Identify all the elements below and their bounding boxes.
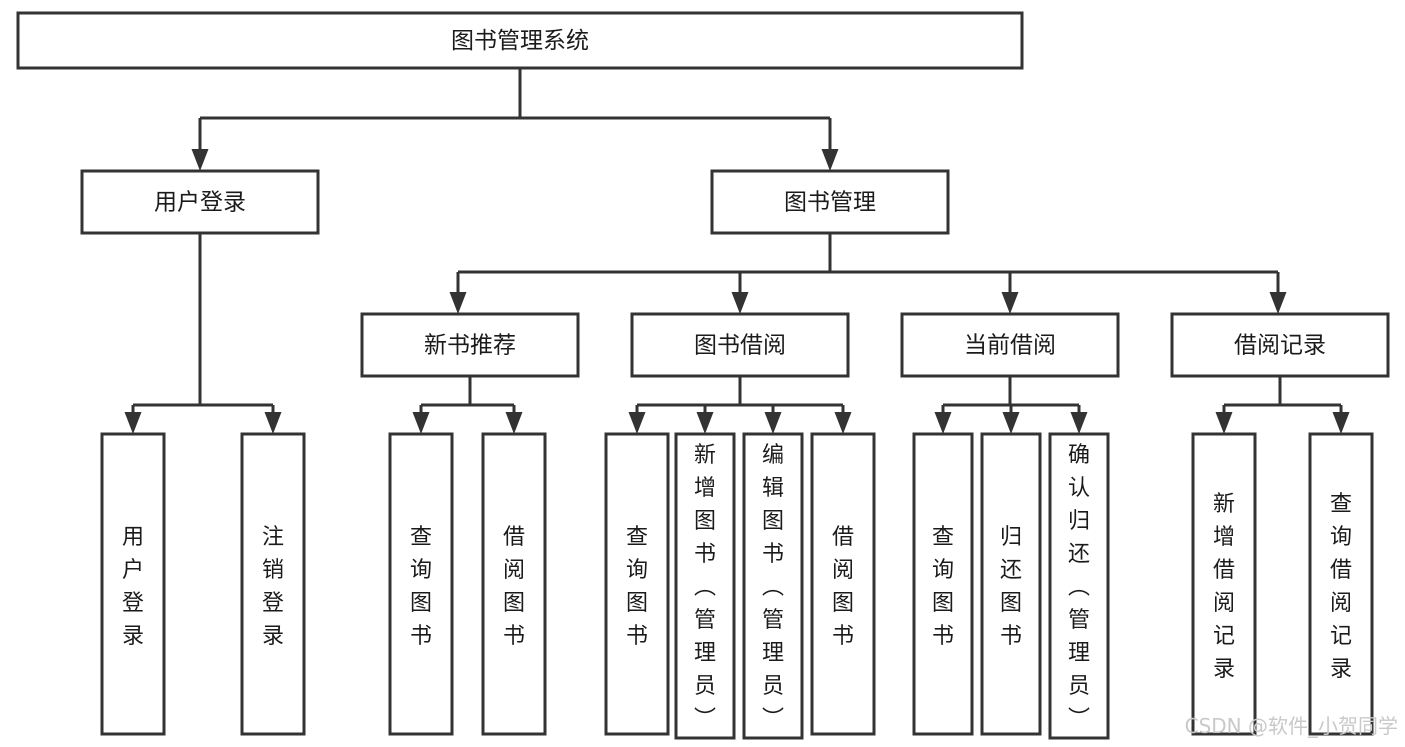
connector-root-to-level2 <box>191 68 839 171</box>
node-level3-current-borrow[interactable]: 当前借阅 <box>900 312 1120 378</box>
node-label: 借阅图书 <box>832 525 854 649</box>
node-level2-user-login[interactable]: 用户登录 <box>80 169 320 235</box>
node-box[interactable] <box>1191 432 1257 736</box>
node-label: 当前借阅 <box>964 333 1056 359</box>
node-box[interactable] <box>80 169 320 235</box>
connector-newbook-to-leaves <box>412 376 523 434</box>
node-label: 借阅记录 <box>1234 333 1326 359</box>
connector-currentborrow-to-leaves <box>934 376 1088 434</box>
node-box[interactable] <box>710 169 950 235</box>
arrowhead-icon <box>696 412 714 434</box>
node-box[interactable] <box>240 432 306 736</box>
node-leaf-leaf-logout[interactable]: 注销登录 <box>240 432 306 736</box>
arrowhead-icon <box>1269 292 1287 314</box>
connector-bookborrow-to-leaves <box>628 376 852 434</box>
node-box[interactable] <box>912 432 974 736</box>
node-leaf-leaf-query-book-3[interactable]: 查询图书 <box>912 432 974 736</box>
arrowhead-icon <box>731 292 749 314</box>
node-leaf-leaf-add-record[interactable]: 新增借阅记录 <box>1191 432 1257 736</box>
node-box[interactable] <box>1308 432 1374 736</box>
connector-borrowrecord-to-leaves <box>1215 376 1350 434</box>
node-label: 用户登录 <box>154 190 246 216</box>
node-box[interactable] <box>630 312 850 378</box>
arrowhead-icon <box>628 412 646 434</box>
arrowhead-icon <box>264 412 282 434</box>
node-label: 查询图书 <box>932 525 954 649</box>
node-label: 图书借阅 <box>694 333 786 359</box>
node-box[interactable] <box>481 432 547 736</box>
node-root-root[interactable]: 图书管理系统 <box>16 11 1024 70</box>
node-label: 确认归还︵管理员︶ <box>1068 443 1090 732</box>
arrowhead-icon <box>124 412 142 434</box>
node-label: 归还图书 <box>1000 525 1022 649</box>
node-label: 查询图书 <box>410 525 432 649</box>
arrowhead-icon <box>764 412 782 434</box>
node-label: 查询借阅记录 <box>1330 492 1352 682</box>
csdn-watermark: CSDN @软件_小贺同学 <box>1185 714 1398 738</box>
node-box[interactable] <box>810 432 876 736</box>
arrowhead-icon <box>505 412 523 434</box>
node-label: 新增图书︵管理员︶ <box>694 443 716 732</box>
arrowhead-icon <box>1001 292 1019 314</box>
node-leaf-leaf-user-login[interactable]: 用户登录 <box>100 432 166 736</box>
nodes-layer: 图书管理系统用户登录图书管理新书推荐图书借阅当前借阅借阅记录用户登录注销登录查询… <box>16 11 1390 740</box>
node-leaf-leaf-add-book[interactable]: 新增图书︵管理员︶ <box>674 432 736 740</box>
node-box[interactable] <box>1048 432 1110 740</box>
node-label: 编辑图书︵管理员︶ <box>762 443 784 732</box>
node-label: 借阅图书 <box>503 525 525 649</box>
node-box[interactable] <box>900 312 1120 378</box>
arrowhead-icon <box>191 149 209 171</box>
node-box[interactable] <box>100 432 166 736</box>
node-label: 查询图书 <box>626 525 648 649</box>
node-level2-book-manage[interactable]: 图书管理 <box>710 169 950 235</box>
arrowhead-icon <box>821 149 839 171</box>
node-box[interactable] <box>360 312 580 378</box>
node-leaf-leaf-borrow-book-2[interactable]: 借阅图书 <box>810 432 876 736</box>
node-box[interactable] <box>674 432 736 740</box>
node-label: 新书推荐 <box>424 333 516 359</box>
node-leaf-leaf-query-book-2[interactable]: 查询图书 <box>604 432 670 736</box>
node-box[interactable] <box>388 432 454 736</box>
node-level3-new-book-recommend[interactable]: 新书推荐 <box>360 312 580 378</box>
node-leaf-leaf-query-record[interactable]: 查询借阅记录 <box>1308 432 1374 736</box>
node-label: 用户登录 <box>122 525 144 649</box>
node-level3-borrow-record[interactable]: 借阅记录 <box>1170 312 1390 378</box>
arrowhead-icon <box>834 412 852 434</box>
arrowhead-icon <box>1002 412 1020 434</box>
connector-bookmanage-to-level3 <box>449 233 1287 314</box>
node-level3-book-borrow[interactable]: 图书借阅 <box>630 312 850 378</box>
arrowhead-icon <box>1215 412 1233 434</box>
arrowhead-icon <box>412 412 430 434</box>
arrowhead-icon <box>934 412 952 434</box>
arrowhead-icon <box>1332 412 1350 434</box>
node-leaf-leaf-edit-book[interactable]: 编辑图书︵管理员︶ <box>742 432 804 740</box>
node-label: 新增借阅记录 <box>1213 492 1235 682</box>
node-label: 图书管理 <box>784 190 876 216</box>
node-box[interactable] <box>16 11 1024 70</box>
node-box[interactable] <box>742 432 804 740</box>
node-leaf-leaf-return-book[interactable]: 归还图书 <box>980 432 1042 736</box>
node-label: 注销登录 <box>262 525 284 649</box>
connectors-layer <box>124 68 1350 434</box>
node-box[interactable] <box>980 432 1042 736</box>
node-leaf-leaf-confirm-return[interactable]: 确认归还︵管理员︶ <box>1048 432 1110 740</box>
node-box[interactable] <box>604 432 670 736</box>
node-leaf-leaf-borrow-book-1[interactable]: 借阅图书 <box>481 432 547 736</box>
arrowhead-icon <box>449 292 467 314</box>
connector-userlogin-to-leaves <box>124 233 282 434</box>
arrowhead-icon <box>1070 412 1088 434</box>
node-label: 图书管理系统 <box>451 28 589 54</box>
node-leaf-leaf-query-book-1[interactable]: 查询图书 <box>388 432 454 736</box>
node-box[interactable] <box>1170 312 1390 378</box>
